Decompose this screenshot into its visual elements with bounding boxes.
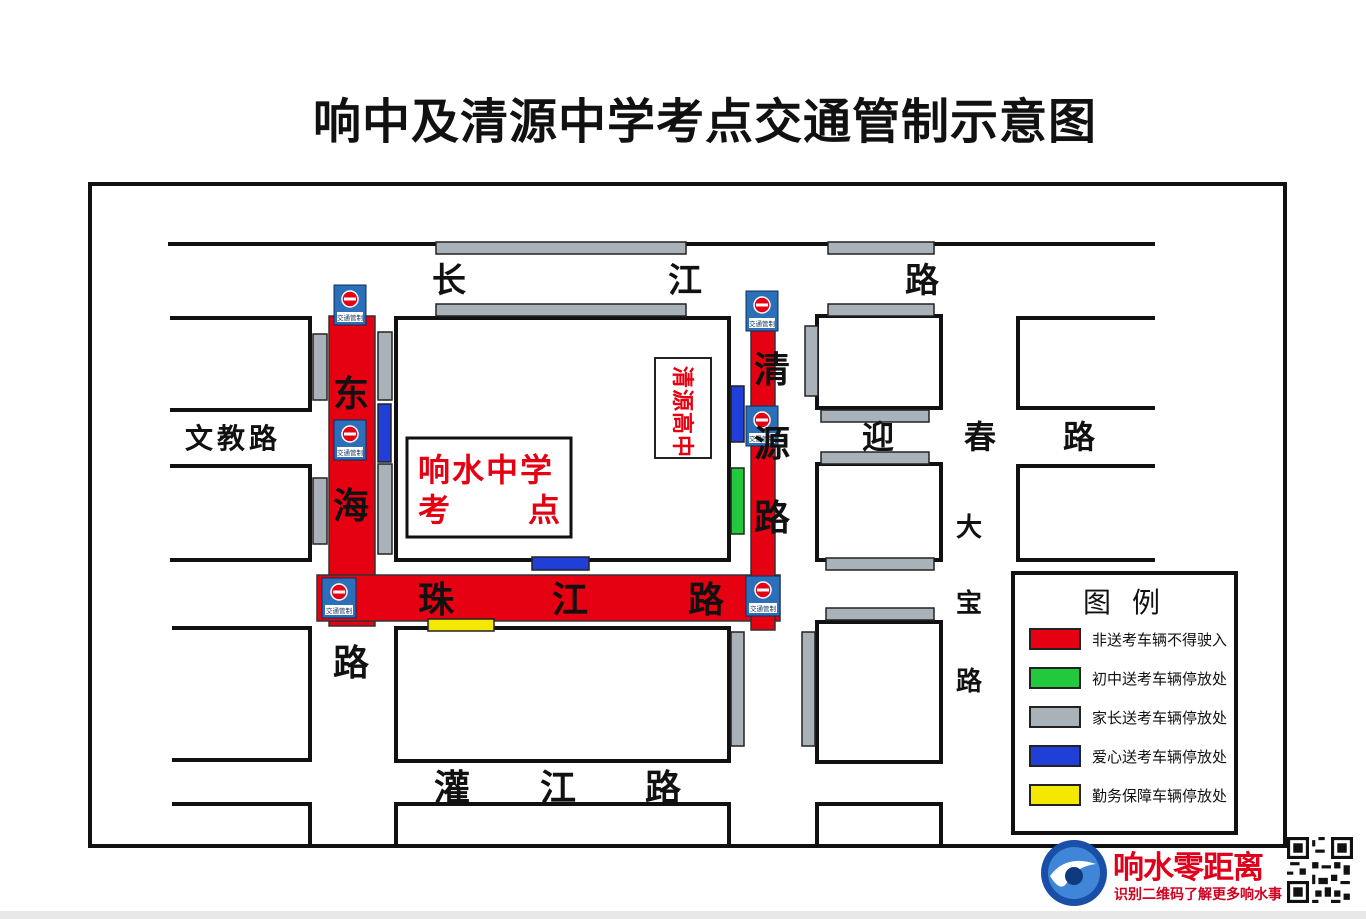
legend-swatch-yellow <box>1029 784 1081 806</box>
qr-code-icon[interactable] <box>1287 837 1353 903</box>
dabao-road-label: 大 <box>956 513 982 543</box>
yingchun-road-label: 迎 <box>862 418 894 456</box>
legend-swatch-green <box>1029 667 1081 689</box>
traffic-sign: 交通管制 <box>745 405 779 447</box>
wenjiao-road-label: 文教路 <box>185 422 281 455</box>
parking-blue <box>531 556 590 571</box>
legend-swatch-blue <box>1029 745 1081 767</box>
parking-gray <box>801 631 816 747</box>
no-entry-zhujiang-road <box>316 574 781 622</box>
block-center-bottom <box>394 802 731 846</box>
block-left-mid <box>170 464 312 562</box>
block-center-lower <box>394 626 731 763</box>
block-right-mid <box>1016 464 1155 562</box>
changjiang-road-label: 路 <box>905 261 940 301</box>
watermark-slogan: 识别二维码了解更多响水事 <box>1114 887 1282 903</box>
zhujiang-road-label: 珠 <box>418 580 455 621</box>
legend-label: 勤务保障车辆停放处 <box>1092 787 1228 805</box>
traffic-sign-label: 交通管制 <box>749 319 776 328</box>
legend-swatch-red <box>1029 628 1081 650</box>
parking-gray <box>820 451 930 465</box>
traffic-sign: 交通管制 <box>745 290 779 332</box>
legend-title: 图 例 <box>1083 586 1166 619</box>
xiangshui-exam-label: 考 <box>418 491 450 529</box>
legend: 图 例 非送考车辆不得驶入 初中送考车辆停放处 家长送考车辆停放处 爱心送考车辆… <box>1011 571 1238 835</box>
traffic-sign-label: 交通管制 <box>326 606 353 615</box>
block-right-top <box>1016 316 1155 410</box>
parking-blue <box>730 385 745 443</box>
block-rc-top <box>815 314 943 410</box>
block-left-lower <box>172 626 312 762</box>
parking-gray <box>377 463 393 555</box>
legend-swatch-gray <box>1029 706 1081 728</box>
legend-label: 非送考车辆不得驶入 <box>1092 631 1228 649</box>
watermark-logo-icon <box>1041 840 1107 906</box>
guanjiang-road-label: 江 <box>540 768 576 809</box>
parking-yellow <box>427 618 495 632</box>
traffic-sign: 交通管制 <box>745 575 781 617</box>
parking-gray <box>827 303 935 317</box>
block-left-bottom <box>172 802 312 846</box>
parking-gray <box>820 409 930 423</box>
legend-label: 爱心送考车辆停放处 <box>1092 748 1228 766</box>
parking-gray <box>435 303 687 317</box>
donghai-road-label: 海 <box>333 486 369 527</box>
traffic-sign-label: 交通管制 <box>337 313 364 322</box>
dabao-road-label: 路 <box>956 666 983 697</box>
legend-label: 家长送考车辆停放处 <box>1092 709 1228 727</box>
legend-label: 初中送考车辆停放处 <box>1092 670 1228 688</box>
qingyuan-road-label: 源 <box>754 424 790 465</box>
parking-gray <box>312 333 328 401</box>
qingyuan-road-label: 路 <box>754 498 791 539</box>
changjiang-road-label: 长 <box>432 261 466 301</box>
parking-gray <box>377 331 393 401</box>
guanjiang-road-label: 灌 <box>434 768 470 809</box>
traffic-sign: 交通管制 <box>333 419 367 461</box>
block-rc-mid <box>815 462 943 562</box>
traffic-sign-label: 交通管制 <box>750 604 777 613</box>
dabao-road-label: 宝 <box>956 588 982 619</box>
xiangshui-exam-label: 点 <box>528 491 560 529</box>
yingchun-road-label: 春 <box>964 418 996 456</box>
map-frame <box>88 182 1287 848</box>
parking-gray <box>827 241 935 255</box>
changjiang-road-label: 江 <box>668 261 702 301</box>
block-left-top <box>170 316 312 412</box>
yingchun-road-label: 路 <box>1063 418 1096 456</box>
parking-blue <box>377 403 392 463</box>
parking-gray <box>804 325 819 397</box>
traffic-sign-label: 交通管制 <box>749 434 776 443</box>
zhujiang-road-label: 江 <box>552 580 588 621</box>
qingyuan-high-box <box>654 357 712 459</box>
parking-green <box>730 467 745 535</box>
watermark-brand: 响水零距离 <box>1113 850 1264 886</box>
parent-parking-areas <box>312 241 935 747</box>
qingyuan-high-label: 清源高中 <box>669 366 695 458</box>
parking-gray <box>312 477 328 545</box>
parking-gray <box>730 631 745 747</box>
traffic-sign: 交通管制 <box>321 577 357 619</box>
xiangshui-school-label: 响水中学 <box>418 451 554 489</box>
parking-gray <box>435 241 687 255</box>
donghai-road-label: 路 <box>333 643 370 684</box>
traffic-sign-label: 交通管制 <box>337 448 364 457</box>
parking-gray <box>825 557 935 571</box>
guanjiang-road-label: 路 <box>645 768 682 809</box>
block-rc-lower <box>815 620 943 764</box>
traffic-sign: 交通管制 <box>333 284 367 326</box>
page-title: 响中及清源中学考点交通管制示意图 <box>312 94 1097 150</box>
page-bottom-border <box>0 911 1366 919</box>
qingyuan-road-label: 清 <box>754 350 790 391</box>
donghai-road-label: 东 <box>333 374 369 415</box>
parking-gray <box>825 607 935 621</box>
zhujiang-road-label: 路 <box>688 580 725 621</box>
block-rc-bottom <box>815 802 943 846</box>
xiangshui-school-box <box>405 436 573 539</box>
